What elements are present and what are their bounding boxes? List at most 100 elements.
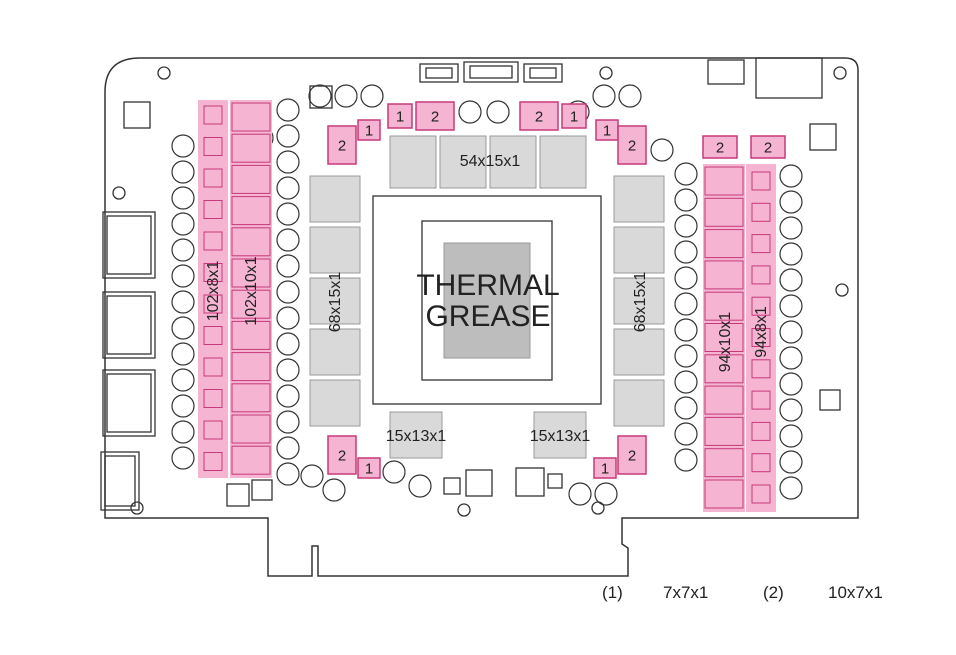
capacitor-circle	[674, 344, 698, 368]
strip-cell	[231, 289, 271, 319]
strip-cell	[751, 390, 771, 410]
capacitor-circle	[674, 266, 698, 290]
capacitor-circle	[322, 478, 346, 502]
strip-cell	[203, 231, 223, 251]
strip-cell	[203, 326, 223, 345]
numbered-pad-label: 2	[716, 140, 724, 157]
strip-cell	[231, 133, 271, 163]
capacitor-circle	[674, 162, 698, 186]
strip-cell	[231, 414, 271, 444]
capacitor-circle	[276, 358, 300, 382]
capacitor-circle	[276, 124, 300, 148]
capacitor-circle	[408, 474, 432, 498]
strip-cell	[704, 323, 744, 352]
numbered-pad-label: 1	[396, 109, 404, 126]
capacitor-circle	[276, 98, 300, 122]
strip-cell	[203, 137, 223, 156]
capacitor-circle	[171, 342, 195, 366]
capacitor-circle	[779, 450, 803, 474]
strip-cell	[203, 105, 223, 125]
strip-cell	[231, 383, 271, 413]
strip-cell	[704, 385, 744, 415]
right-narrow-strip-label: 94x8x1	[753, 306, 770, 358]
legend-key-2: (2)	[763, 583, 784, 602]
small-gray-pad-right	[533, 411, 587, 459]
capacitor-circles	[171, 84, 803, 506]
capacitor-circle	[276, 202, 300, 226]
capacitor-circle	[171, 290, 195, 314]
capacitor-circle	[171, 394, 195, 418]
strip-cell	[751, 296, 771, 316]
numbered-pad	[593, 457, 617, 479]
capacitor-circle	[276, 436, 300, 460]
capacitor-circle	[618, 84, 642, 108]
capacitor-circle	[779, 346, 803, 370]
strip-cell	[751, 234, 771, 254]
numbered-pad-label: 1	[365, 461, 373, 478]
right-gray-label: 68x15x1	[632, 272, 649, 333]
strip-cell	[231, 352, 271, 382]
left-gray-pads	[309, 175, 361, 427]
top-gray-pads	[389, 135, 587, 189]
strip-cell	[203, 200, 223, 219]
numbered-pad	[327, 125, 357, 165]
strip-cell	[704, 354, 744, 384]
capacitor-circle	[779, 372, 803, 396]
capacitor-circle	[276, 332, 300, 356]
right-narrow-strip-group	[746, 164, 776, 512]
strip-cell	[704, 197, 744, 227]
capacitor-circle	[276, 410, 300, 434]
left-narrow-strip-pad	[198, 100, 228, 478]
small-gray-pad-left	[389, 411, 443, 459]
capacitor-circle	[779, 190, 803, 214]
capacitor-circle	[674, 448, 698, 472]
capacitor-circle	[674, 422, 698, 446]
right-gray-pads	[613, 175, 665, 427]
numbered-pad-label: 1	[601, 461, 609, 478]
numbered-pad-label: 2	[338, 448, 346, 465]
top-gray-label: 54x15x1	[460, 153, 521, 170]
capacitor-circle	[276, 280, 300, 304]
grease-label-line2: GREASE	[425, 300, 550, 333]
numbered-pad	[702, 135, 738, 159]
gpu-die-outline	[421, 220, 553, 381]
strip-cell	[231, 227, 271, 257]
left-gray-label: 68x15x1	[327, 272, 344, 333]
top-connectors	[419, 57, 823, 99]
legend-value-2: 10x7x1	[828, 583, 883, 602]
numbered-pad-label: 1	[603, 123, 611, 140]
capacitor-circle	[276, 150, 300, 174]
strip-cell	[704, 291, 744, 321]
strip-cell	[751, 328, 771, 347]
capacitor-circle	[779, 424, 803, 448]
numbered-pad	[387, 103, 413, 129]
capacitor-circle	[779, 320, 803, 344]
capacitor-circle	[171, 446, 195, 470]
capacitor-circle	[779, 398, 803, 422]
capacitor-circle	[171, 212, 195, 236]
capacitor-circle	[779, 216, 803, 240]
numbered-pad	[415, 101, 455, 131]
numbered-pad	[519, 101, 559, 131]
capacitor-circle	[276, 462, 300, 486]
capacitor-circle	[171, 316, 195, 340]
capacitor-circle	[674, 214, 698, 238]
capacitor-circle	[486, 100, 510, 124]
left-wide-strip-group	[230, 100, 272, 478]
thermal-grease-area	[443, 242, 531, 359]
numbered-pad-label: 2	[338, 138, 346, 155]
capacitor-circle	[276, 228, 300, 252]
numbered-pad	[357, 457, 381, 479]
strip-cell	[231, 445, 271, 475]
legend-key-1: (1)	[602, 583, 623, 602]
strip-cell	[704, 260, 744, 290]
io-ports	[100, 211, 156, 511]
capacitor-circle	[360, 84, 384, 108]
capacitor-circle	[334, 84, 358, 108]
strip-cell	[751, 171, 771, 191]
capacitor-circle	[674, 292, 698, 316]
capacitor-circle	[779, 268, 803, 292]
